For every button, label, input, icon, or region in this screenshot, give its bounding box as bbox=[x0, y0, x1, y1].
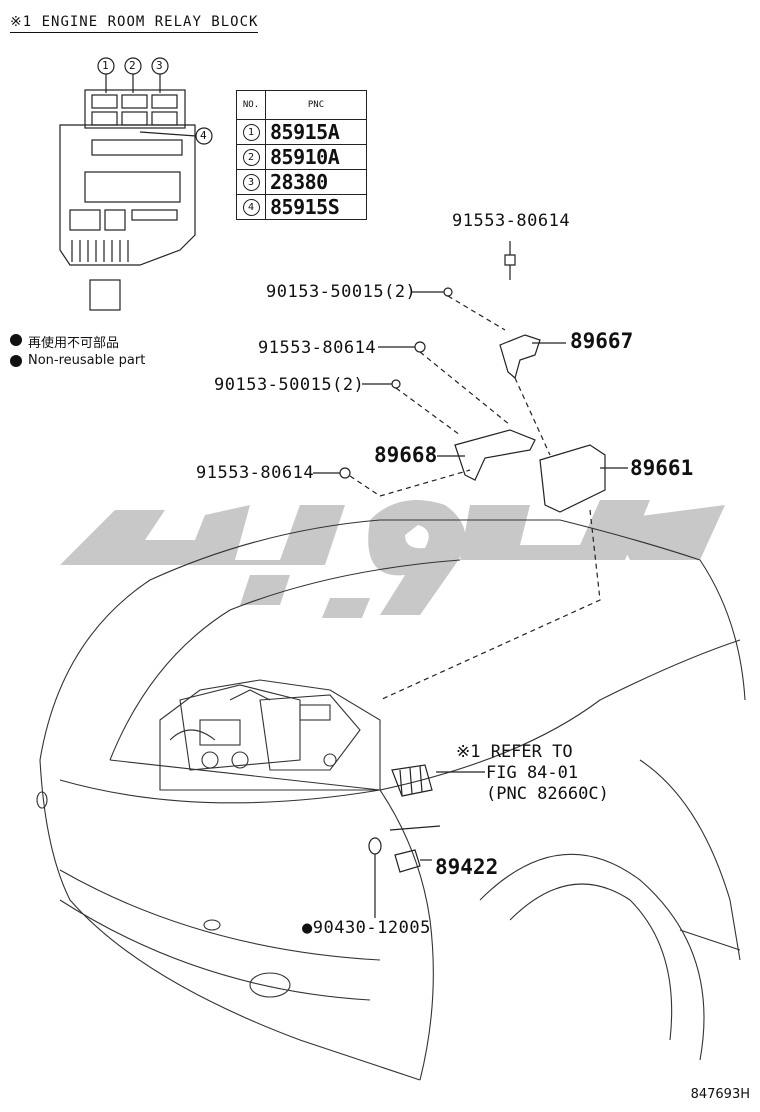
non-reusable-dot-icon bbox=[10, 355, 22, 367]
callout-4: 4 bbox=[200, 129, 208, 142]
part-label-89422: 89422 bbox=[435, 855, 499, 879]
pnc-table: NO. PNC 1 85915A 2 85910A 3 28380 4 8591… bbox=[236, 90, 367, 220]
part-label-91553-top: 91553-80614 bbox=[452, 211, 571, 231]
part-label-90430: ●90430-12005 bbox=[302, 918, 431, 938]
part-label-90153-upper: 90153-50015(2) bbox=[266, 282, 417, 302]
header-pnc: PNC bbox=[265, 90, 367, 120]
reference-note: ※1 REFER TO FIG 84-01 (PNC 82660C) bbox=[456, 742, 609, 805]
exploded-parts bbox=[313, 241, 628, 701]
callout-3: 3 bbox=[156, 59, 164, 72]
non-reusable-dot-icon bbox=[10, 334, 22, 346]
row-number: 3 bbox=[242, 173, 260, 191]
legend-jp: 再使用不可部品 bbox=[28, 336, 120, 351]
part-label-89661: 89661 bbox=[630, 456, 694, 480]
vehicle-outline bbox=[36, 519, 746, 1081]
part-label-90153-lower: 90153-50015(2) bbox=[214, 375, 365, 395]
callout-2: 2 bbox=[129, 59, 137, 72]
reference-line-1: ※1 REFER TO bbox=[456, 742, 573, 762]
legend-en: Non-reusable part bbox=[28, 353, 146, 368]
page-title: ※1 ENGINE ROOM RELAY BLOCK bbox=[10, 14, 259, 33]
table-row: 3 28380 bbox=[236, 169, 367, 195]
pnc-table-header: NO. PNC bbox=[236, 90, 367, 120]
relay-block-drawing bbox=[59, 57, 213, 311]
row-number: 1 bbox=[242, 123, 260, 141]
table-row: 4 85915S bbox=[236, 194, 367, 220]
table-row: 2 85910A bbox=[236, 144, 367, 170]
pnc-code: 85910A bbox=[265, 144, 367, 170]
part-label-91553-middle: 91553-80614 bbox=[258, 338, 377, 358]
row-number: 2 bbox=[242, 148, 260, 166]
header-no: NO. bbox=[236, 90, 266, 120]
callout-1: 1 bbox=[102, 59, 110, 72]
pnc-code: 85915A bbox=[265, 119, 367, 145]
reference-line-2: FIG 84-01 bbox=[486, 763, 579, 783]
pnc-code: 28380 bbox=[265, 169, 367, 195]
engine-bay-parts bbox=[368, 764, 485, 918]
pnc-code: 85915S bbox=[265, 194, 367, 220]
engine-drawing bbox=[159, 679, 381, 791]
reference-line-3: (PNC 82660C) bbox=[486, 784, 609, 804]
part-label-89667: 89667 bbox=[570, 329, 634, 353]
row-number: 4 bbox=[242, 198, 260, 216]
table-row: 1 85915A bbox=[236, 119, 367, 145]
part-label-91553-lower: 91553-80614 bbox=[196, 463, 315, 483]
part-label-89668: 89668 bbox=[374, 443, 438, 467]
watermark-logo bbox=[60, 500, 725, 618]
document-id: 847693H bbox=[690, 1087, 750, 1102]
